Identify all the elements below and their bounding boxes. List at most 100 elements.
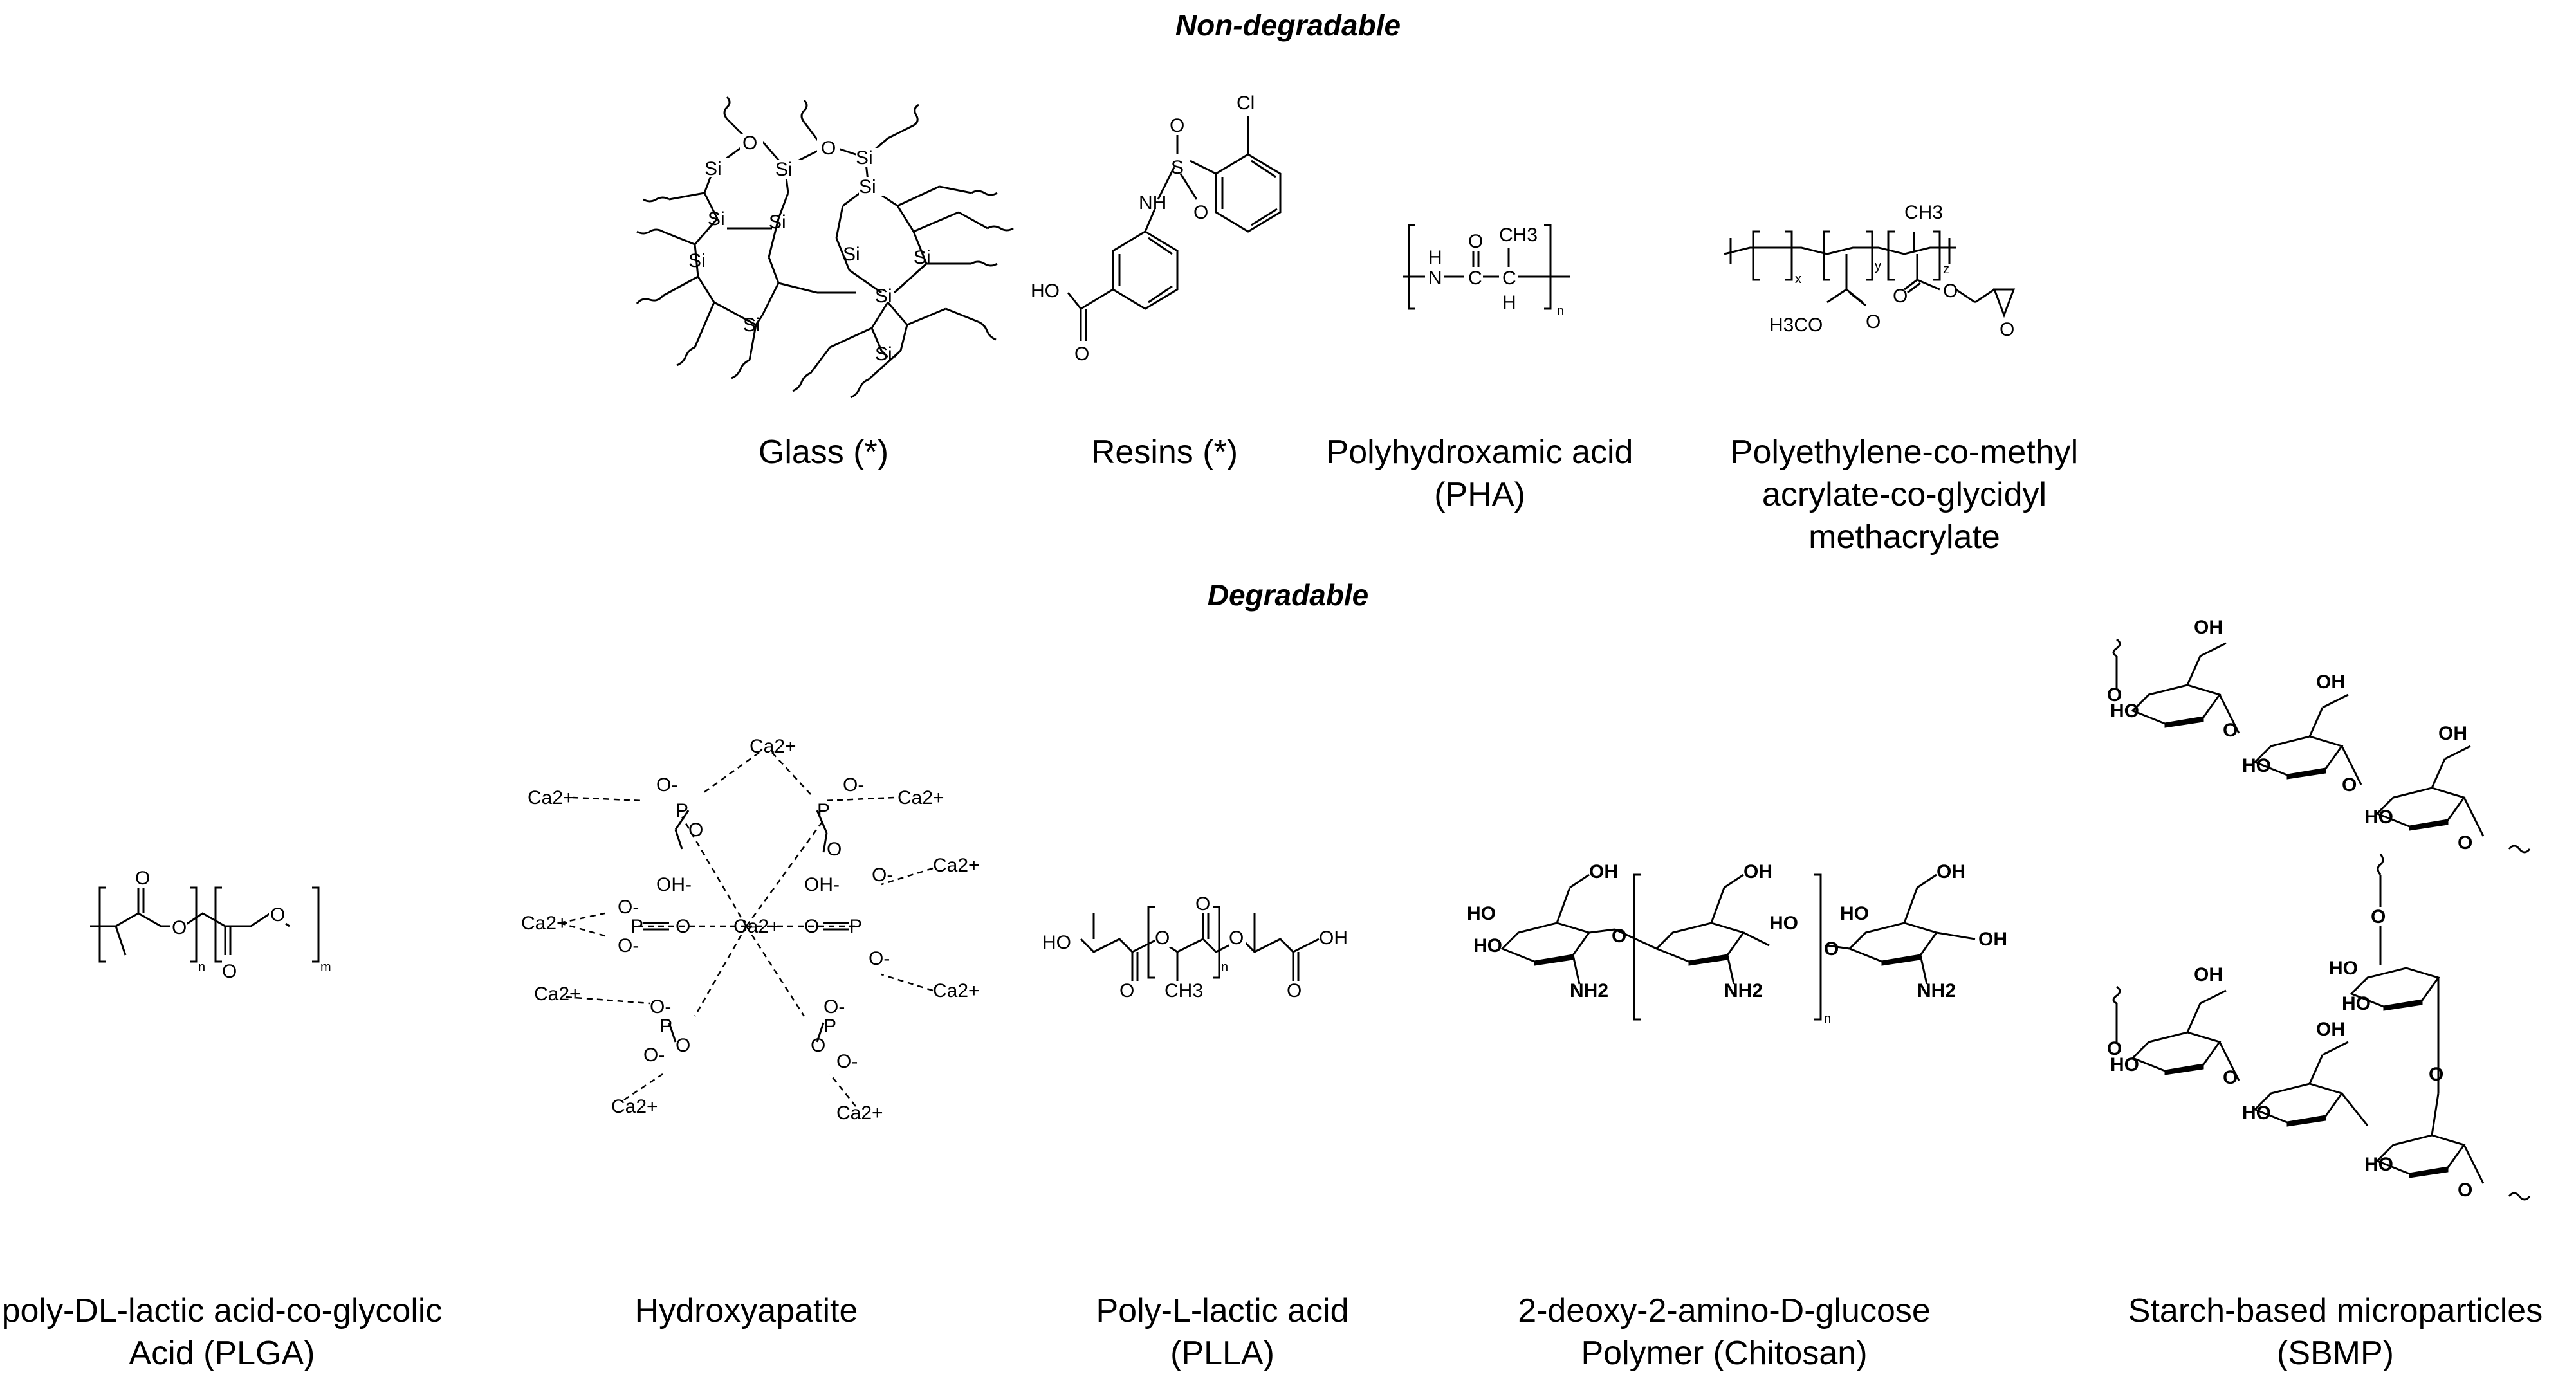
sbmp-atoms: OH O HO O OH HO O OH HO O OH O HO O OH H… [2107, 617, 2472, 1201]
atom-n: N [1428, 268, 1442, 289]
atom-ho: HO [2364, 1154, 2393, 1175]
subscript-z: z [1943, 262, 1949, 277]
atom-p: P [676, 800, 688, 821]
subscript-n: n [1557, 304, 1564, 318]
atom-ca: Ca2+ [611, 1096, 658, 1117]
atom-ho: HO [1031, 280, 1060, 302]
atom-o: O [2223, 720, 2238, 741]
resins-structure: Cl S O O NH HO O [1031, 93, 1282, 365]
atom-ca: Ca2+ [933, 980, 980, 1001]
caption-chitosan-line1: 2-deoxy-2-amino-D-glucose [1518, 1292, 1931, 1329]
atom-si: Si [769, 212, 786, 233]
ha-atoms: Ca2+ Ca2+ Ca2+ Ca2+ Ca2+ Ca2+ Ca2+ Ca2+ … [521, 736, 980, 1124]
atom-o: O [1468, 231, 1483, 252]
atom-p: P [659, 1016, 672, 1037]
atom-o: O [1193, 202, 1208, 223]
atom-ca: Ca2+ [897, 787, 944, 808]
subscript-y: y [1875, 259, 1881, 273]
resins-atoms: Cl S O O NH HO O [1031, 93, 1255, 365]
atom-si: Si [843, 244, 860, 265]
atom-o: O [742, 132, 757, 154]
atom-o: O [1893, 286, 1908, 307]
atom-oh: OH [2438, 723, 2467, 744]
atom-o: O [1866, 311, 1881, 333]
atom-ch3: CH3 [1499, 224, 1538, 246]
atom-ca: Ca2+ [528, 787, 575, 808]
caption-pha: Polyhydroxamic acid (PHA) [1312, 431, 1647, 516]
caption-pha-line1: Polyhydroxamic acid [1326, 434, 1633, 471]
pha-structure: N H C O C H CH3 n [1403, 224, 1570, 318]
atom-ho: HO [1042, 932, 1071, 953]
plga-structure: O O O O n m [90, 868, 331, 982]
atom-o-minus: O- [872, 864, 893, 886]
atom-o-minus: O- [869, 948, 890, 969]
atom-o: O [270, 904, 285, 926]
caption-plla: Poly-L-lactic acid (PLLA) [1049, 1290, 1396, 1374]
caption-chitosan-line2: Polymer (Chitosan) [1581, 1335, 1868, 1372]
atom-o: O [1170, 115, 1184, 136]
atom-oh: OH [2194, 964, 2223, 985]
atom-o: O [676, 1035, 690, 1056]
atom-nh2: NH2 [1724, 980, 1763, 1001]
atom-ca: Ca2+ [521, 913, 568, 934]
atom-ho: HO [2364, 807, 2393, 828]
atom-ca: Ca2+ [534, 983, 581, 1005]
plla-structure: HO O O CH3 O O n O OH [1042, 893, 1348, 1001]
atom-o: O [172, 917, 187, 938]
atom-si: Si [914, 247, 931, 268]
subscript-n: n [198, 960, 205, 974]
atom-p: P [849, 916, 862, 937]
caption-resins: Resins (*) [1055, 431, 1274, 473]
atom-ho: HO [2342, 993, 2371, 1014]
atom-si: Si [775, 159, 793, 180]
pe-gma-atoms: CH3 x y z H3CO O O O O [1769, 202, 2014, 340]
plga-atoms: O O O O n m [135, 868, 331, 982]
atom-o: O [2371, 906, 2386, 927]
atom-c: C [1468, 268, 1482, 289]
glass-atoms: O O Si Si Si Si Si Si Si Si Si Si Si Si [688, 132, 931, 365]
sbmp-bonds [2112, 638, 2531, 1201]
atom-o-minus: O- [650, 996, 671, 1018]
atom-o: O [2458, 1180, 2472, 1201]
caption-sbmp-line1: Starch-based microparticles [2128, 1292, 2543, 1329]
atom-oh: OH [1589, 861, 1618, 882]
caption-plla-line2: (PLLA) [1170, 1335, 1274, 1372]
atom-ho: HO [1467, 903, 1496, 924]
atom-o: O [222, 961, 237, 982]
atom-ch3: CH3 [1904, 202, 1943, 223]
atom-o: O [676, 916, 690, 937]
atom-si: Si [743, 315, 760, 336]
atom-si: Si [875, 343, 892, 365]
chitosan-bonds [1500, 873, 1976, 1021]
caption-plla-line1: Poly-L-lactic acid [1096, 1292, 1349, 1329]
atom-o: O [1119, 980, 1134, 1001]
atom-o: O [1074, 343, 1089, 365]
atom-oh: OH [2316, 1019, 2345, 1040]
caption-glass-line1: Glass (*) [758, 434, 889, 471]
atom-oh: OH [1319, 927, 1348, 949]
atom-o: O [1195, 893, 1210, 915]
atom-o: O [811, 1035, 825, 1056]
atom-nh2: NH2 [1570, 980, 1608, 1001]
caption-pe-gma: Polyethylene-co-methyl acrylate-co-glyci… [1698, 431, 2110, 558]
atom-ho: HO [2242, 755, 2271, 776]
atom-ho: HO [1473, 935, 1502, 956]
atom-o: O [135, 868, 150, 889]
atom-o: O [688, 819, 703, 841]
subscript-n: n [1824, 1012, 1831, 1026]
atom-h: H [1428, 247, 1442, 268]
atom-ca-center: Ca2+ [733, 916, 780, 937]
atom-oh: OH [1937, 861, 1965, 882]
atom-o-minus: O- [836, 1051, 858, 1072]
atom-si: Si [704, 158, 722, 179]
atom-o: O [2429, 1064, 2443, 1085]
atom-s: S [1171, 157, 1184, 178]
atom-si: Si [688, 250, 706, 271]
atom-o: O [2107, 684, 2122, 706]
atom-oh: OH [2316, 671, 2345, 693]
sbmp-structure: OH O HO O OH HO O OH HO O OH O HO O OH H… [2107, 617, 2531, 1201]
caption-hydroxyapatite-line1: Hydroxyapatite [634, 1292, 858, 1329]
plla-bonds [1080, 906, 1320, 981]
subscript-n: n [1221, 960, 1228, 974]
atom-ca: Ca2+ [933, 855, 980, 876]
